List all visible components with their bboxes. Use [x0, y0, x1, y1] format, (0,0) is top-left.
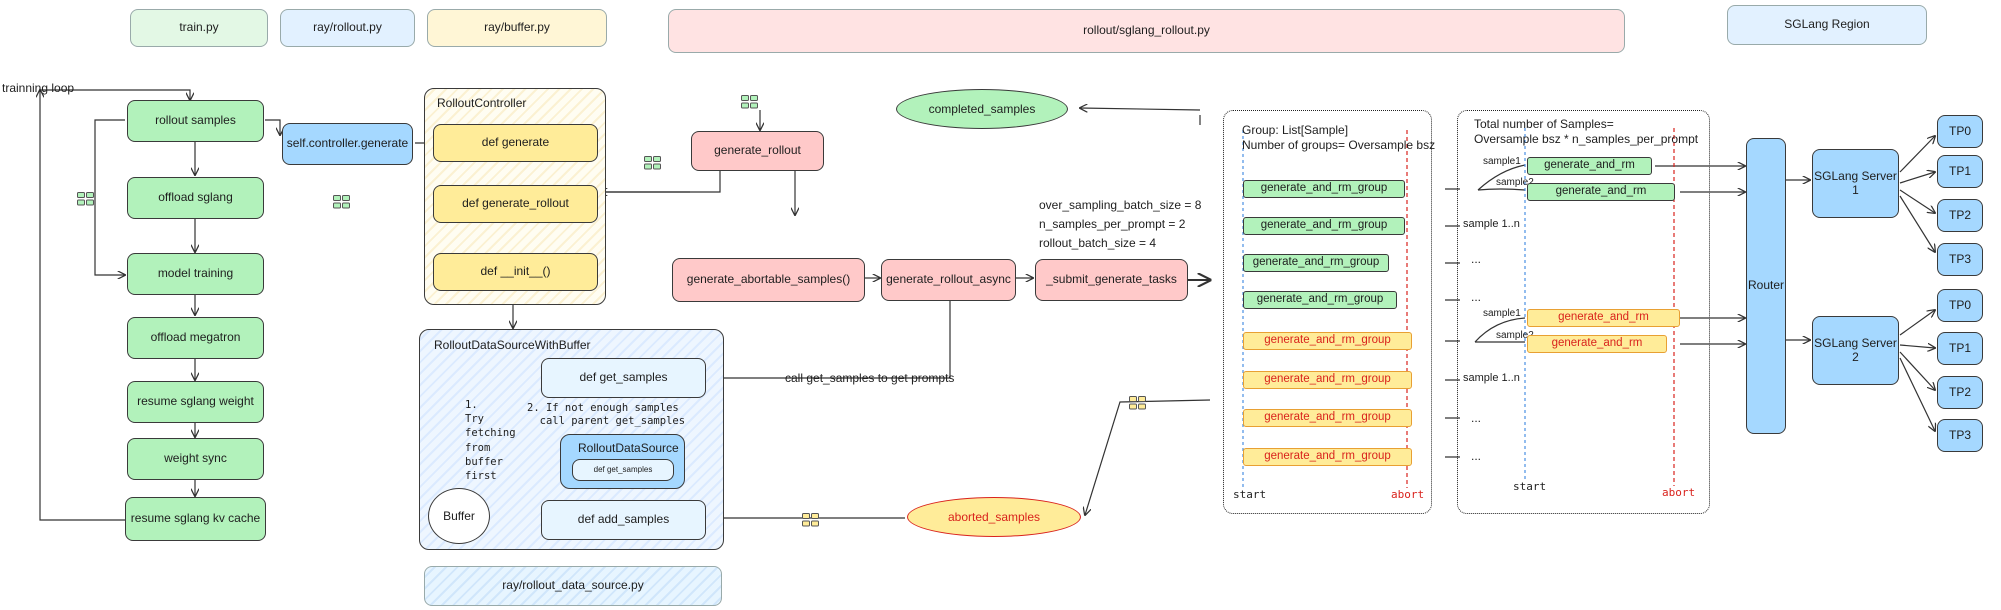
tp-box-0[interactable]: TP0 [1937, 115, 1983, 148]
document-icon [802, 513, 819, 527]
step-offload-megatron[interactable]: offload megatron [127, 317, 264, 359]
tp-box-6[interactable]: TP2 [1937, 376, 1983, 409]
ellipsis-3: ... [1471, 411, 1482, 425]
legend-ray-rollout: ray/rollout.py [280, 9, 415, 47]
sglang-server-1[interactable]: SGLang Server 1 [1812, 149, 1899, 218]
submit-tasks-box[interactable]: _submit_generate_tasks [1035, 259, 1188, 301]
step-resume-sglang-weight[interactable]: resume sglang weight [127, 381, 264, 423]
sample1-label-bottom: sample1 [1483, 308, 1521, 319]
document-icon [741, 95, 758, 109]
group-6[interactable]: generate_and_rm_group [1243, 409, 1412, 427]
tp-box-2[interactable]: TP2 [1937, 199, 1983, 232]
tp-box-7[interactable]: TP3 [1937, 419, 1983, 452]
method-generate-rollout[interactable]: def generate_rollout [433, 185, 598, 223]
rollout-controller-title: RolloutController [437, 96, 527, 110]
step-rollout-samples[interactable]: rollout samples [127, 100, 264, 142]
method-add-samples[interactable]: def add_samples [541, 500, 706, 540]
legend-rollout-data-source: ray/rollout_data_source.py [424, 566, 722, 606]
group-4[interactable]: generate_and_rm_group [1243, 332, 1412, 350]
param-n-samples: n_samples_per_prompt = 2 [1039, 217, 1186, 231]
groups-start-label: start [1233, 488, 1267, 501]
tp-box-1[interactable]: TP1 [1937, 155, 1983, 188]
step-weight-sync[interactable]: weight sync [127, 438, 264, 480]
abortable-samples-box[interactable]: generate_abortable_samples() [672, 258, 865, 302]
buffer-node: Buffer [428, 488, 490, 544]
tp-box-3[interactable]: TP3 [1937, 243, 1983, 276]
samples-start-label: start [1513, 480, 1547, 493]
group-5[interactable]: generate_and_rm_group [1243, 371, 1412, 389]
document-icon [1129, 396, 1146, 410]
note-parent-get-samples: 2. If not enough samples call parent get… [527, 402, 686, 428]
method-get-samples[interactable]: def get_samples [541, 358, 706, 398]
group-3[interactable]: generate_and_rm_group [1243, 291, 1397, 309]
sample-item-1[interactable]: generate_and_rm [1527, 183, 1675, 201]
completed-samples-node: completed_samples [896, 89, 1068, 129]
group-7[interactable]: generate_and_rm_group [1243, 448, 1412, 466]
document-icon [77, 192, 94, 206]
step-model-training[interactable]: model training [127, 253, 264, 295]
step-offload-sglang[interactable]: offload sglang [127, 177, 264, 219]
groups-subtitle: Number of groups= Oversample bsz [1242, 138, 1436, 152]
groups-title: Group: List[Sample] [1242, 123, 1349, 137]
group-0[interactable]: generate_and_rm_group [1243, 180, 1405, 198]
call-get-samples-label: call get_samples to get prompts [785, 371, 955, 385]
sample2-label-bottom: sample2 [1496, 330, 1534, 341]
router-box[interactable]: Router [1746, 138, 1786, 434]
sglang-server-2[interactable]: SGLang Server 2 [1812, 316, 1899, 385]
tp-box-4[interactable]: TP0 [1937, 289, 1983, 322]
inner-get-samples[interactable]: def get_samples [572, 459, 674, 481]
document-icon [333, 195, 350, 209]
ellipsis-2: ... [1471, 290, 1482, 304]
sample2-label-top: sample2 [1496, 177, 1534, 188]
ellipsis-1: ... [1471, 252, 1482, 266]
param-oversampling: over_sampling_batch_size = 8 [1039, 198, 1202, 212]
group-1[interactable]: generate_and_rm_group [1243, 217, 1405, 235]
method-init[interactable]: def __init__() [433, 253, 598, 291]
method-generate[interactable]: def generate [433, 124, 598, 162]
samples-title: Total number of Samples= [1474, 117, 1614, 131]
generate-rollout-box[interactable]: generate_rollout [691, 131, 824, 171]
sample-item-2[interactable]: generate_and_rm [1527, 309, 1680, 327]
aborted-samples-node: aborted_samples [907, 497, 1081, 537]
sample-range-bottom: sample 1..n [1463, 372, 1520, 384]
rollout-async-box[interactable]: generate_rollout_async [881, 259, 1016, 301]
param-rollout-bsz: rollout_batch_size = 4 [1039, 236, 1157, 250]
data-source-buffer-title: RolloutDataSourceWithBuffer [434, 338, 591, 352]
tp-box-5[interactable]: TP1 [1937, 332, 1983, 365]
inner-data-source-title: RolloutDataSource [578, 441, 679, 455]
legend-train: train.py [130, 9, 268, 47]
controller-generate-box[interactable]: self.controller.generate [282, 123, 413, 165]
legend-ray-buffer: ray/buffer.py [427, 9, 607, 47]
groups-panel [1223, 110, 1432, 514]
samples-abort-label: abort [1662, 486, 1696, 499]
step-resume-sglang-kv-cache[interactable]: resume sglang kv cache [125, 497, 266, 541]
group-2[interactable]: generate_and_rm_group [1243, 254, 1389, 272]
training-loop-label: trainning loop [2, 81, 75, 95]
ellipsis-4: ... [1471, 449, 1482, 463]
legend-sglang-region: SGLang Region [1727, 5, 1927, 45]
sample-item-3[interactable]: generate_and_rm [1527, 335, 1667, 353]
document-icon [644, 156, 661, 170]
samples-subtitle: Oversample bsz * n_samples_per_prompt [1474, 132, 1699, 146]
sample1-label-top: sample1 [1483, 156, 1521, 167]
sample-item-0[interactable]: generate_and_rm [1527, 157, 1652, 175]
note-fetch-buffer: 1. Try fetching from buffer first [465, 399, 516, 482]
groups-abort-label: abort [1391, 488, 1425, 501]
legend-sglang-rollout: rollout/sglang_rollout.py [668, 9, 1625, 53]
sample-range-top: sample 1..n [1463, 218, 1520, 230]
samples-panel [1457, 110, 1710, 514]
